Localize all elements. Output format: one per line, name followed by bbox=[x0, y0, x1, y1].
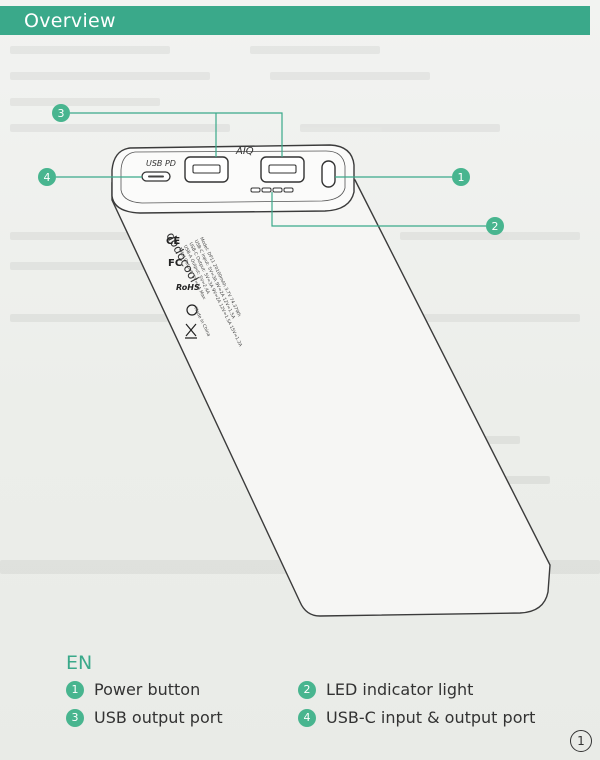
weee-bin-icon bbox=[185, 323, 197, 339]
legend-item-power-button: 1 Power button bbox=[66, 680, 200, 699]
legend-bullet: 4 bbox=[298, 708, 316, 727]
callout-4-number: 4 bbox=[44, 171, 51, 184]
legend-bullet: 3 bbox=[66, 708, 84, 727]
section-title: Overview bbox=[24, 10, 116, 32]
led-light-1 bbox=[250, 187, 261, 193]
language-label: EN bbox=[66, 652, 93, 674]
usb-a-port-right bbox=[260, 156, 305, 183]
legend-item-usb-output: 3 USB output port bbox=[66, 708, 223, 727]
legend-bullet: 2 bbox=[298, 680, 316, 699]
legend-label: Power button bbox=[94, 680, 201, 699]
legend-label: USB output port bbox=[94, 708, 223, 727]
legend-bullet: 1 bbox=[66, 680, 84, 699]
usb-pd-label: USB PD bbox=[146, 159, 176, 168]
recycle-icon bbox=[186, 304, 198, 316]
top-panel-outline bbox=[120, 150, 346, 204]
page-number: 1 bbox=[570, 730, 592, 752]
callout-3-number: 3 bbox=[58, 107, 65, 120]
callout-line-3 bbox=[70, 112, 283, 157]
legend-label: LED indicator light bbox=[326, 680, 474, 699]
certification-marks: CE FC RoHS bbox=[166, 236, 200, 339]
led-light-2 bbox=[261, 187, 272, 193]
rohs-mark: RoHS bbox=[176, 283, 200, 292]
led-light-4 bbox=[283, 187, 294, 193]
fcc-mark: FC bbox=[168, 258, 182, 269]
usb-c-port-tongue bbox=[148, 175, 164, 178]
aiq-logo: AIQ bbox=[235, 146, 254, 157]
power-bank-body bbox=[111, 179, 551, 617]
legend-label: USB-C input & output port bbox=[326, 708, 536, 727]
callout-1-badge bbox=[452, 168, 470, 186]
usb-a-port-right-tongue bbox=[268, 164, 297, 174]
power-button bbox=[321, 160, 336, 188]
callout-2-number: 2 bbox=[492, 220, 499, 233]
callout-2-badge bbox=[486, 217, 504, 235]
legend-item-led-indicator: 2 LED indicator light bbox=[298, 680, 473, 699]
legend-item-usb-c-port: 4 USB-C input & output port bbox=[298, 708, 535, 727]
header-divider bbox=[0, 34, 590, 35]
callout-3-badge bbox=[52, 104, 70, 122]
section-header: Overview bbox=[0, 6, 590, 34]
callout-line-2 bbox=[271, 192, 486, 227]
usb-a-port-left-tongue bbox=[192, 164, 221, 174]
callout-1-number: 1 bbox=[458, 171, 465, 184]
ce-mark: CE bbox=[166, 236, 180, 247]
led-light-3 bbox=[272, 187, 283, 193]
usb-a-port-left bbox=[184, 156, 229, 183]
callout-4-badge bbox=[38, 168, 56, 186]
